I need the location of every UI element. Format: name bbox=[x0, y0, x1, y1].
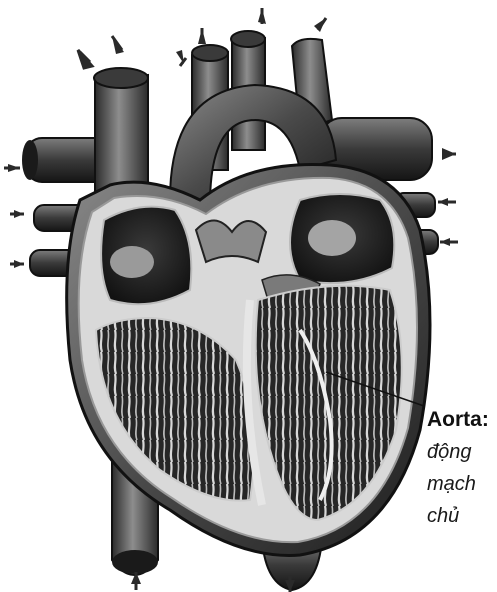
aorta-translation-line-3: chủ bbox=[427, 504, 459, 528]
aorta-translation-line-2: mạch bbox=[427, 472, 476, 496]
aorta-label: Aorta: bbox=[427, 408, 489, 432]
aorta-translation-line-1: động bbox=[427, 440, 472, 464]
left-atrium bbox=[290, 194, 394, 283]
right-atrium bbox=[101, 207, 191, 305]
